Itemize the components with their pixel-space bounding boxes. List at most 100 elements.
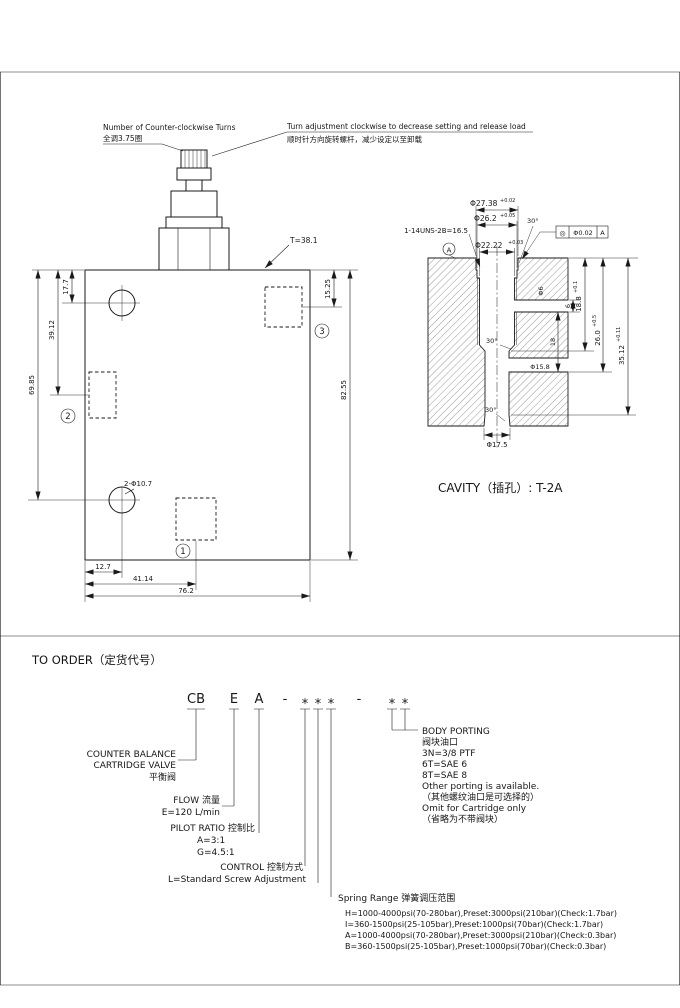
porting-line-3: 3N=3/8 PTF <box>422 749 475 759</box>
code-flow: E <box>230 692 238 707</box>
dim-26-0-label-group: 26.0 +0.5 <box>592 315 602 346</box>
port-3-number: 3 <box>319 327 324 337</box>
body-outline <box>84 269 311 561</box>
dim-35-12-label-group: 35.12 +0.11 <box>616 327 626 365</box>
cavity-wall-left <box>427 257 486 427</box>
bonnet-step <box>165 216 223 229</box>
porting-line-5: 8T=SAE 8 <box>422 771 467 781</box>
label-spring-range: Spring Range 弹簧调压范围 H=1000-4000psi(70-28… <box>338 892 617 951</box>
cavity-wall-right-middle <box>508 311 569 359</box>
angle-bot-leader <box>495 413 506 422</box>
cavity-title: CAVITY（插孔）: T-2A <box>438 481 563 495</box>
pilot-ratio-line-1: PILOT RATIO 控制比 <box>170 822 255 834</box>
tolerance-symbol: ◎ <box>559 230 565 238</box>
code-star-1: * <box>302 697 309 712</box>
note-cw-cn: 顺时针方向旋转螺杆，减少设定以至卸载 <box>287 134 422 144</box>
valve-dimensions: 17.7 39.12 69.85 15.25 82.55 12.7 41.14 … <box>28 236 358 602</box>
dia-15-label: Φ15.8 <box>530 363 550 371</box>
stem-neck <box>185 179 203 192</box>
porting-line-1: BODY PORTING <box>422 727 490 737</box>
counter-balance-line-3: 平衡阀 <box>149 771 176 783</box>
port-1-badge: 1 <box>175 543 191 559</box>
dim-76-2-label: 76.2 <box>178 587 194 595</box>
dim-41-14-label: 41.14 <box>133 575 154 583</box>
porting-line-9: （省略为不带阀块） <box>422 813 503 825</box>
dim-69-85-label: 69.85 <box>28 375 36 395</box>
counter-balance-line-1: COUNTER BALANCE <box>87 750 177 760</box>
code-dash-1: - <box>283 692 288 707</box>
order-code: CB E A - * * * - * * <box>187 692 410 712</box>
dim-26-0-label: 26.0 <box>594 330 602 346</box>
datum-leader <box>448 254 456 259</box>
spring-range-item-h: H=1000-4000psi(70-280bar),Preset:3000psi… <box>345 909 617 918</box>
dim-15-25-label: 15.25 <box>324 279 332 299</box>
spring-range-title: Spring Range 弹簧调压范围 <box>338 892 455 904</box>
angle-top-label: 30° <box>527 217 539 225</box>
hole-crosshairs <box>104 285 140 513</box>
label-counter-balance: COUNTER BALANCE CARTRIDGE VALVE 平衡阀 <box>87 750 177 783</box>
code-star-5: * <box>402 697 409 712</box>
thread-label: 1-14UNS-2B=16.5 <box>404 227 468 235</box>
order-title: TO ORDER（定货代号） <box>31 653 162 667</box>
porting-line-2: 阀块油口 <box>422 736 458 748</box>
code-pilot-ratio: A <box>255 692 264 707</box>
tolerance-value: Φ0.02 <box>573 229 593 237</box>
dim-26-0-tol: +0.5 <box>592 315 598 327</box>
angle-bot-label: 30° <box>485 406 497 414</box>
dia-22-tol: +0.03 <box>508 240 523 246</box>
spring-range-item-a: A=1000-4000psi(70-280bar),Preset:3000psi… <box>345 931 616 940</box>
cavity-wall-right-upper <box>514 257 569 301</box>
porting-line-7: （其他螺纹油口是可选择的） <box>422 791 539 803</box>
dia-27-label: Φ27.38 <box>470 199 498 208</box>
flow-line-2: E=120 L/min <box>162 808 220 818</box>
spring-range-item-b: B=360-1500psi(25-105bar),Preset:1000psi(… <box>345 942 606 951</box>
note-ccw-en: Number of Counter-clockwise Turns <box>103 123 236 132</box>
dia-27-tol: +0.02 <box>500 198 515 204</box>
holes-label: 2-Φ10.7 <box>124 480 152 488</box>
order-connector-lines <box>178 709 418 897</box>
dim-6-label: 6 <box>564 304 572 308</box>
angle-top-leader <box>518 225 534 264</box>
datum-flag: A <box>442 242 456 259</box>
extension-lines <box>28 269 358 602</box>
dia-26-tol: +0.05 <box>500 213 515 219</box>
order-section: TO ORDER（定货代号） CB E A - * * * - * * COUN… <box>31 653 617 951</box>
dim-12-7-label: 12.7 <box>95 563 111 571</box>
port-3-badge: 3 <box>314 323 330 339</box>
thread-leader <box>468 233 481 268</box>
label-control: CONTROL 控制方式 L=Standard Screw Adjustment <box>168 861 306 885</box>
dia-22-label: Φ22.22 <box>475 241 503 250</box>
hex-facets <box>177 228 211 270</box>
code-star-2: * <box>315 697 322 712</box>
sheet-frame <box>0 71 680 986</box>
tolerance-datum-ref: A <box>600 229 605 237</box>
dim-82-55-label: 82.55 <box>340 380 348 400</box>
dim-35-12-label: 35.12 <box>618 345 626 365</box>
cavity-section <box>427 246 569 448</box>
code-dash-2: - <box>357 692 362 707</box>
dim-t-label: T=38.1 <box>289 236 318 245</box>
porting-line-4: 6T=SAE 6 <box>422 760 467 770</box>
dim-18-label: 18 <box>549 338 557 346</box>
angle-mid-label: 30° <box>486 337 498 345</box>
dia-6-label: Φ6 <box>537 286 545 295</box>
note-ccw-cn: 全调3.75圈 <box>103 133 142 143</box>
dia-26-label: Φ26.2 <box>474 214 497 223</box>
tolerance-frame: ◎ Φ0.02 A <box>521 225 609 260</box>
dim-35-12-tol: +0.11 <box>616 327 622 342</box>
label-flow: FLOW 流量 E=120 L/min <box>162 794 220 818</box>
tolerance-leader <box>521 231 556 260</box>
bonnet <box>170 190 218 218</box>
dim-18-8-label-group: 18.8 +0.1 <box>573 281 583 312</box>
code-model: CB <box>187 692 205 707</box>
counter-balance-line-2: CARTRIDGE VALVE <box>93 761 176 771</box>
pilot-ratio-line-2: A=3:1 <box>197 836 225 846</box>
control-line-2: L=Standard Screw Adjustment <box>168 875 306 885</box>
note-ccw-turns: Number of Counter-clockwise Turns 全调3.75… <box>103 123 236 152</box>
note-cw-en: Turn adjustment clockwise to decrease se… <box>286 122 526 131</box>
lock-nut <box>176 167 212 181</box>
datum-letter: A <box>447 247 452 255</box>
port-2-hidden <box>88 371 117 419</box>
dim-18-8-tol: +0.1 <box>573 281 579 293</box>
spring-range-item-i: I=360-1500psi(25-105bar),Preset:1000psi(… <box>345 920 603 929</box>
